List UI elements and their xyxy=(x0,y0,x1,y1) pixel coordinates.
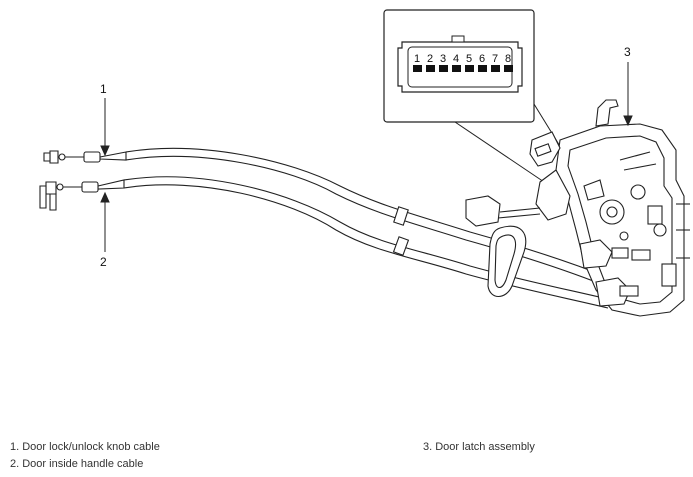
cable-inside-handle xyxy=(39,176,613,309)
pin-label: 3 xyxy=(440,53,446,65)
door-latch-assembly xyxy=(465,99,690,317)
pin-label: 7 xyxy=(492,53,498,65)
pin-label: 5 xyxy=(466,53,472,65)
callout-arrows xyxy=(100,62,633,252)
legend-item-2: 2. Door inside handle cable xyxy=(10,458,144,470)
connector-pins xyxy=(413,65,513,72)
pin-label: 8 xyxy=(505,53,511,65)
legend-item-3: 3. Door latch assembly xyxy=(423,441,535,453)
callout-2: 2 xyxy=(100,255,107,269)
legend-right: 3. Door latch assembly xyxy=(423,439,535,456)
pin-label: 6 xyxy=(479,53,485,65)
cable-lock-knob xyxy=(43,147,611,287)
callout-1: 1 xyxy=(100,82,107,96)
connector-inset: 1 2 3 4 5 6 7 8 xyxy=(383,9,583,189)
pin-label: 2 xyxy=(427,53,433,65)
cable-grommet xyxy=(487,225,527,298)
callout-3: 3 xyxy=(624,45,631,59)
legend-item-1: 1. Door lock/unlock knob cable xyxy=(10,441,160,453)
legend-left: 1. Door lock/unlock knob cable 2. Door i… xyxy=(10,439,160,473)
pin-label: 4 xyxy=(453,53,459,65)
pin-label: 1 xyxy=(414,53,420,65)
